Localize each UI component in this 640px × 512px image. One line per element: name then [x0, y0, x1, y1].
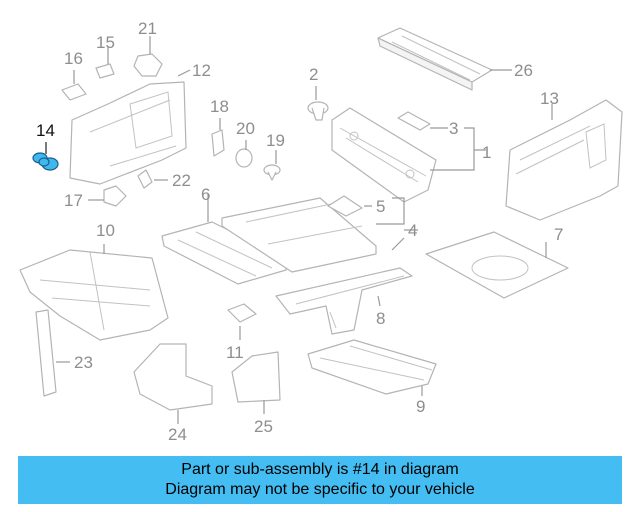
part-6-floor-panel — [161, 194, 287, 285]
callout-12: 12 — [192, 61, 211, 80]
part-12-left-quarter-trim — [69, 69, 191, 185]
part-25-corner-trim — [231, 351, 281, 414]
callout-6: 6 — [201, 185, 210, 204]
part-23-side-rail — [35, 309, 70, 397]
part-17-retainer — [88, 185, 127, 207]
callout-3: 3 — [449, 119, 458, 138]
callout-1: 1 — [482, 143, 491, 162]
callout-17: 17 — [64, 191, 83, 210]
part-26-cargo-cover — [377, 27, 512, 91]
callout-20: 20 — [236, 119, 255, 138]
part-22-clip — [137, 169, 168, 189]
callout-22: 22 — [172, 171, 191, 190]
part-4-load-floor — [221, 195, 418, 273]
caption-bar: Part or sub-assembly is #14 in diagram D… — [18, 456, 622, 504]
callout-16: 16 — [64, 49, 83, 68]
part-9-sill-panel — [307, 339, 437, 396]
callout-15: 15 — [96, 33, 115, 52]
part-7-cargo-mat — [425, 231, 569, 299]
callout-9: 9 — [416, 397, 425, 416]
callout-21: 21 — [138, 19, 157, 38]
part-14-fastener-highlighted — [32, 142, 59, 171]
callout-23: 23 — [74, 353, 93, 372]
part-1-rear-panel — [331, 107, 486, 203]
part-19-push-pin — [263, 150, 281, 181]
part-20-cap — [235, 140, 253, 168]
callout-24: 24 — [168, 425, 187, 444]
part-13-right-quarter-trim — [505, 99, 623, 221]
part-21-cover — [133, 36, 163, 77]
parts-diagram: 1 2 3 4 5 6 7 8 9 10 11 12 13 14 15 16 1… — [19, 19, 623, 444]
callout-7: 7 — [554, 225, 563, 244]
part-11-bracket — [227, 303, 257, 340]
caption-line-2: Diagram may not be specific to your vehi… — [165, 481, 475, 498]
part-8-floor-rail — [275, 267, 413, 335]
callout-11: 11 — [226, 343, 244, 362]
part-24-lower-trim — [133, 343, 213, 424]
callout-26: 26 — [514, 61, 533, 80]
callout-25: 25 — [254, 417, 273, 436]
part-16-cup-holder — [61, 70, 87, 101]
callout-19: 19 — [266, 131, 285, 150]
callout-4: 4 — [408, 221, 417, 240]
callout-2: 2 — [309, 65, 318, 84]
part-10-floor-carpet — [19, 244, 169, 341]
callout-18: 18 — [210, 97, 229, 116]
callout-14: 14 — [36, 121, 55, 140]
callout-8: 8 — [376, 309, 385, 328]
part-15-bracket — [95, 46, 115, 79]
part-2-clip — [307, 86, 329, 121]
callout-13: 13 — [540, 89, 559, 108]
caption-line-1: Part or sub-assembly is #14 in diagram — [181, 461, 459, 478]
callout-10: 10 — [96, 221, 115, 240]
callout-5: 5 — [376, 197, 385, 216]
part-18-clip — [211, 118, 225, 157]
